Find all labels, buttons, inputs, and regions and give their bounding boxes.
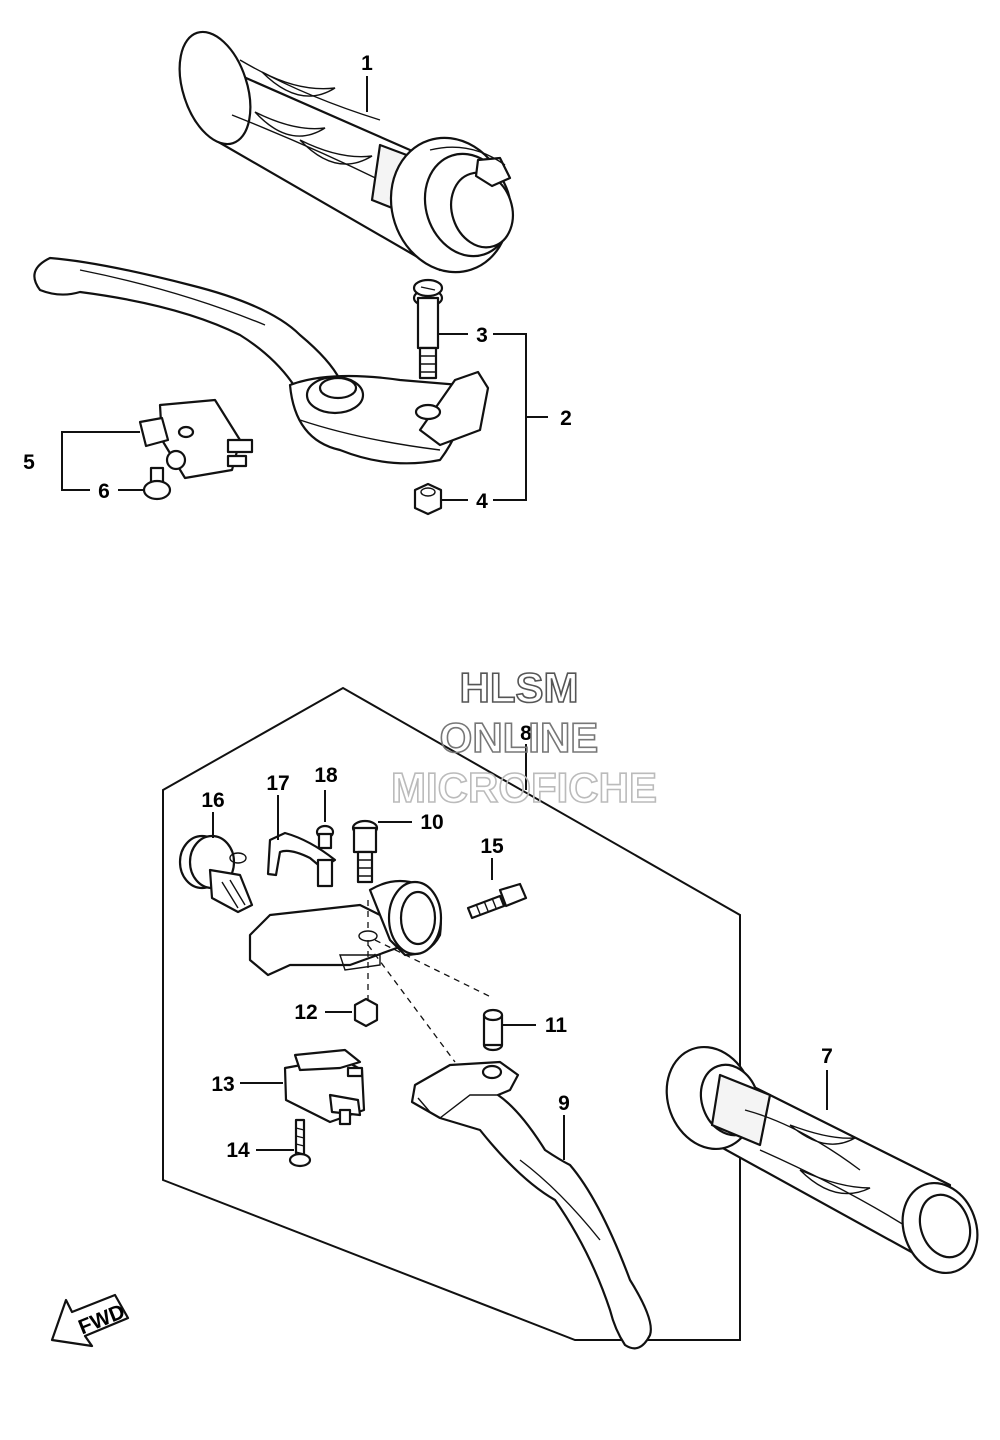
part-15-bolt	[466, 882, 528, 920]
callout-2: 2	[560, 407, 572, 430]
callout-8: 8	[520, 722, 532, 745]
callout-11: 11	[545, 1014, 568, 1037]
part-13-clutch-switch	[283, 1048, 366, 1126]
part-11-collar	[482, 1008, 504, 1052]
watermark-line-2: ONLINE	[440, 714, 599, 761]
part-12-nut	[353, 997, 379, 1028]
callout-12: 12	[294, 1001, 317, 1024]
callout-16: 16	[201, 789, 224, 812]
watermark: HLSM ONLINE MICROFICHE	[390, 663, 658, 812]
callout-3: 3	[476, 324, 488, 347]
leader-lines	[61, 76, 828, 1160]
part-14-screw	[288, 1118, 312, 1168]
part-8-bracket	[248, 879, 443, 977]
callout-15: 15	[480, 835, 504, 858]
kit-outline	[162, 686, 741, 1341]
watermark-line-1: HLSM	[460, 664, 579, 711]
callout-13: 13	[211, 1073, 234, 1096]
part-9-clutch-lever	[410, 1060, 652, 1350]
part-17-spring	[266, 831, 337, 888]
part-5-brake-switch	[138, 398, 254, 480]
callout-6: 6	[98, 480, 110, 503]
callout-17: 17	[266, 772, 289, 795]
part-18-screw	[315, 824, 335, 850]
callout-14: 14	[226, 1139, 250, 1162]
callout-9: 9	[558, 1092, 570, 1115]
callout-labels: 1 2 3 4 5 6 7 8 9 10 11 12 13 14 15 16 1…	[23, 52, 833, 1162]
callout-18: 18	[314, 764, 338, 787]
callout-10: 10	[420, 811, 443, 834]
part-2-brake-lever	[33, 256, 490, 465]
part-7-left-grip	[665, 1045, 979, 1275]
part-3-pivot-bolt	[412, 278, 444, 380]
callout-1: 1	[361, 52, 373, 75]
part-10-pivot-bolt	[351, 819, 379, 884]
callout-5: 5	[23, 451, 35, 474]
part-1-throttle-grip	[178, 30, 514, 274]
part-6-screw	[142, 466, 172, 501]
part-16-adjuster	[178, 834, 254, 914]
callout-7: 7	[821, 1045, 833, 1068]
part-4-nut	[413, 482, 443, 516]
watermark-line-3: MICROFICHE	[391, 764, 657, 811]
fwd-arrow: FWD	[50, 1293, 130, 1348]
callout-4: 4	[476, 490, 488, 513]
